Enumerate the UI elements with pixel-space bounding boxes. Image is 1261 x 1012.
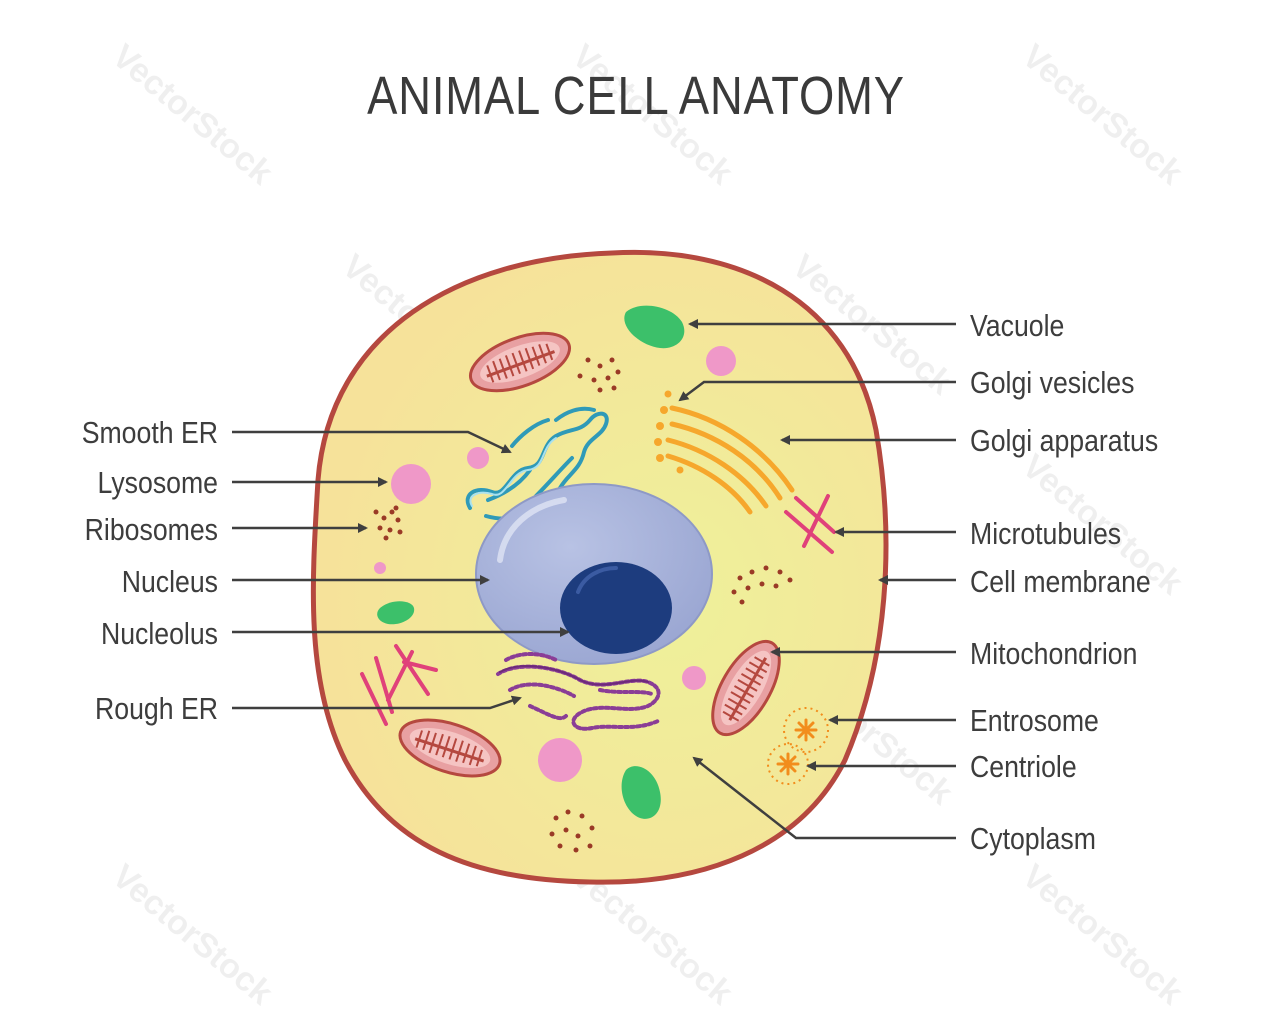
- label-nucleus: Nucleus: [122, 565, 218, 599]
- cell: [313, 252, 886, 882]
- watermark: VectorStock: [1015, 857, 1190, 1012]
- nucleolus: [560, 562, 672, 654]
- labels-right: Vacuole Golgi vesicles Golgi apparatus M…: [970, 309, 1158, 856]
- watermark: VectorStock: [1015, 37, 1190, 192]
- label-cell-membrane: Cell membrane: [970, 565, 1151, 599]
- lysosome: [374, 562, 386, 574]
- lysosome: [467, 447, 489, 469]
- label-lysosome: Lysosome: [98, 466, 218, 500]
- label-vacuole: Vacuole: [970, 309, 1064, 343]
- label-mitochondrion: Mitochondrion: [970, 637, 1137, 671]
- label-microtubules: Microtubules: [970, 517, 1121, 551]
- label-smooth-er: Smooth ER: [82, 416, 218, 450]
- lysosome: [706, 346, 736, 376]
- label-entrosome: Entrosome: [970, 704, 1099, 738]
- label-centriole: Centriole: [970, 750, 1077, 784]
- label-nucleolus: Nucleolus: [101, 617, 218, 651]
- label-ribosomes: Ribosomes: [85, 513, 218, 547]
- lysosome: [538, 738, 582, 782]
- watermark: VectorStock: [105, 37, 280, 192]
- label-cytoplasm: Cytoplasm: [970, 822, 1096, 856]
- labels-left: Smooth ER Lysosome Ribosomes Nucleus Nuc…: [82, 416, 218, 726]
- watermark: VectorStock: [105, 857, 280, 1012]
- diagram-title: ANIMAL CELL ANATOMY: [367, 65, 905, 126]
- lysosome: [682, 666, 706, 690]
- label-golgi-vesicles: Golgi vesicles: [970, 366, 1134, 400]
- label-rough-er: Rough ER: [95, 692, 218, 726]
- lysosome: [391, 464, 431, 504]
- label-golgi-apparatus: Golgi apparatus: [970, 424, 1158, 458]
